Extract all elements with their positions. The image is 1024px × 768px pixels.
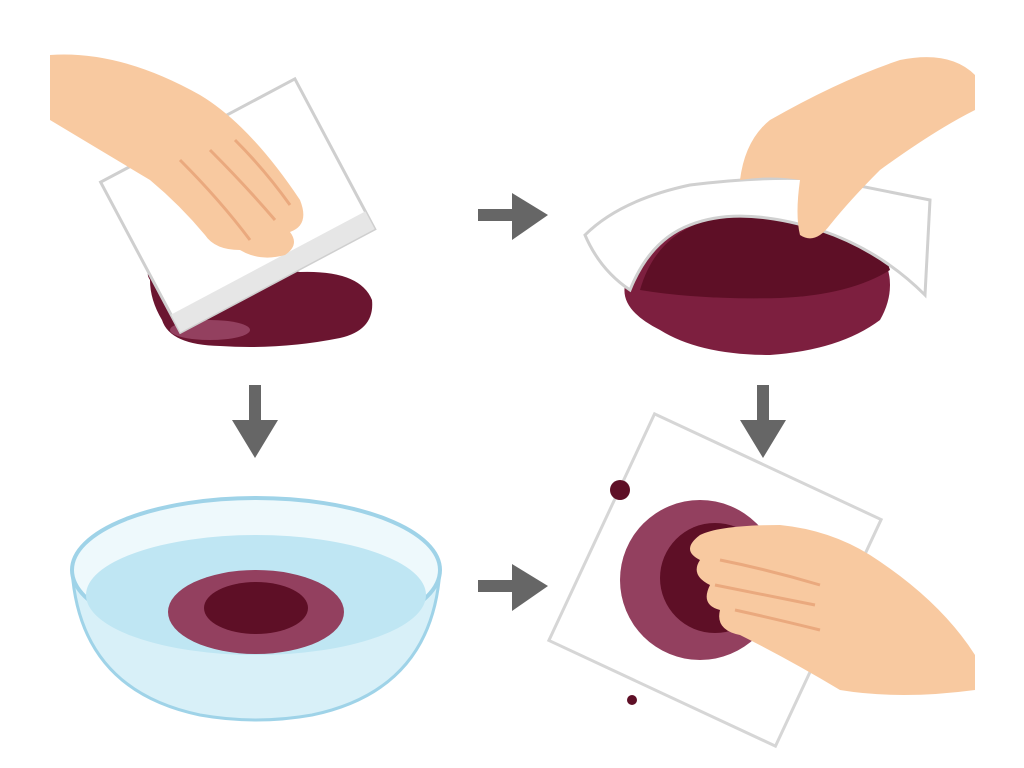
arrow-right-icon bbox=[478, 564, 548, 611]
stain-soaking-in-water-bowl-icon bbox=[70, 496, 442, 722]
stain-drop bbox=[610, 480, 630, 500]
hand bbox=[740, 57, 975, 239]
hand bbox=[690, 525, 975, 695]
hand-blotting-stain-with-cloth-icon bbox=[50, 54, 377, 347]
arrow-down-icon bbox=[740, 385, 786, 458]
stain-drop bbox=[627, 695, 637, 705]
arrow-right-icon bbox=[478, 193, 548, 240]
hand-lifting-cloth-from-stain-icon bbox=[583, 57, 975, 355]
arrow-down-icon bbox=[232, 385, 278, 458]
hand bbox=[50, 54, 304, 258]
hand-pressing-cloth-on-stain-icon bbox=[546, 411, 975, 749]
